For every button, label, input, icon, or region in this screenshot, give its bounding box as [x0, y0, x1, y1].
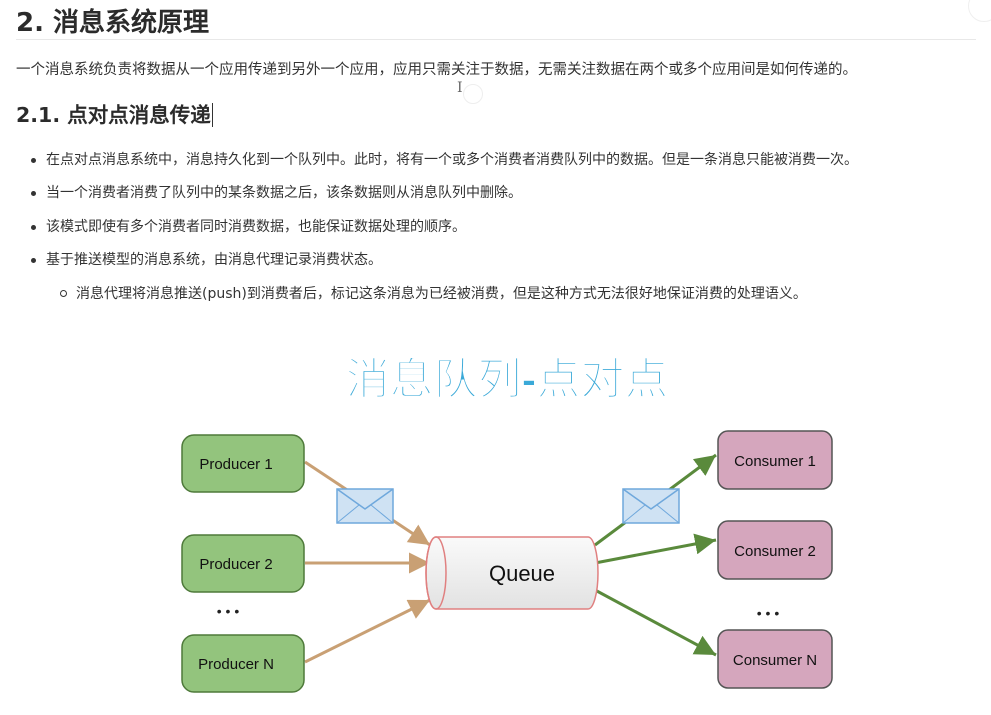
sub-list-item: 消息代理将消息推送(push)到消费者后，标记这条消息为已经被消费，但是这种方式…: [60, 286, 807, 302]
producer-ellipsis: • • •: [217, 603, 240, 619]
producer-1-label: Producer 1: [199, 456, 272, 473]
intro-paragraph: 一个消息系统负责将数据从一个应用传递到另外一个应用，应用只需关注于数据，无需关注…: [16, 62, 857, 78]
text-caret: [211, 103, 213, 127]
consumerN-arrow: [594, 588, 717, 657]
envelope-icon: [622, 488, 680, 524]
cursor-ring: [968, 0, 991, 22]
queue: Queue: [425, 536, 599, 610]
producer-2: Producer 2: [181, 534, 305, 593]
list-item: 该模式即使有多个消费者同时消费数据，也能保证数据处理的顺序。: [31, 219, 466, 235]
diagram-title: 消息队列-点对点: [346, 355, 669, 404]
producer-2-label: Producer 2: [199, 556, 272, 573]
consumer-2: Consumer 2: [717, 520, 833, 580]
text-cursor-icon: I: [457, 80, 463, 96]
consumer-1: Consumer 1: [717, 430, 833, 490]
producer-n-label: Producer N: [198, 656, 274, 673]
consumer-n: Consumer N: [717, 629, 833, 689]
producer-1: Producer 1: [181, 434, 305, 493]
consumer2-arrow: [594, 533, 717, 565]
section-heading: 2.1. 点对点消息传递: [16, 100, 213, 130]
consumer-2-label: Consumer 2: [734, 543, 816, 560]
envelope-icon: [336, 488, 394, 524]
list-item: 基于推送模型的消息系统，由消息代理记录消费状态。: [31, 252, 382, 268]
section-heading-text: 2.1. 点对点消息传递: [16, 103, 211, 127]
consumer-1-label: Consumer 1: [734, 453, 816, 470]
consumer-ellipsis: • • •: [757, 605, 780, 621]
producer-n: Producer N: [181, 634, 305, 693]
producerN-arrow: [304, 598, 431, 664]
page-heading: 2. 消息系统原理: [16, 8, 210, 38]
list-item: 在点对点消息系统中，消息持久化到一个队列中。此时，将有一个或多个消费者消费队列中…: [31, 152, 858, 168]
cursor-highlight: [463, 84, 483, 104]
queue-label: Queue: [489, 561, 555, 586]
list-item: 当一个消费者消费了队列中的某条数据之后，该条数据则从消息队列中删除。: [31, 185, 522, 201]
heading-divider: [16, 39, 976, 40]
consumer-n-label: Consumer N: [733, 652, 817, 669]
